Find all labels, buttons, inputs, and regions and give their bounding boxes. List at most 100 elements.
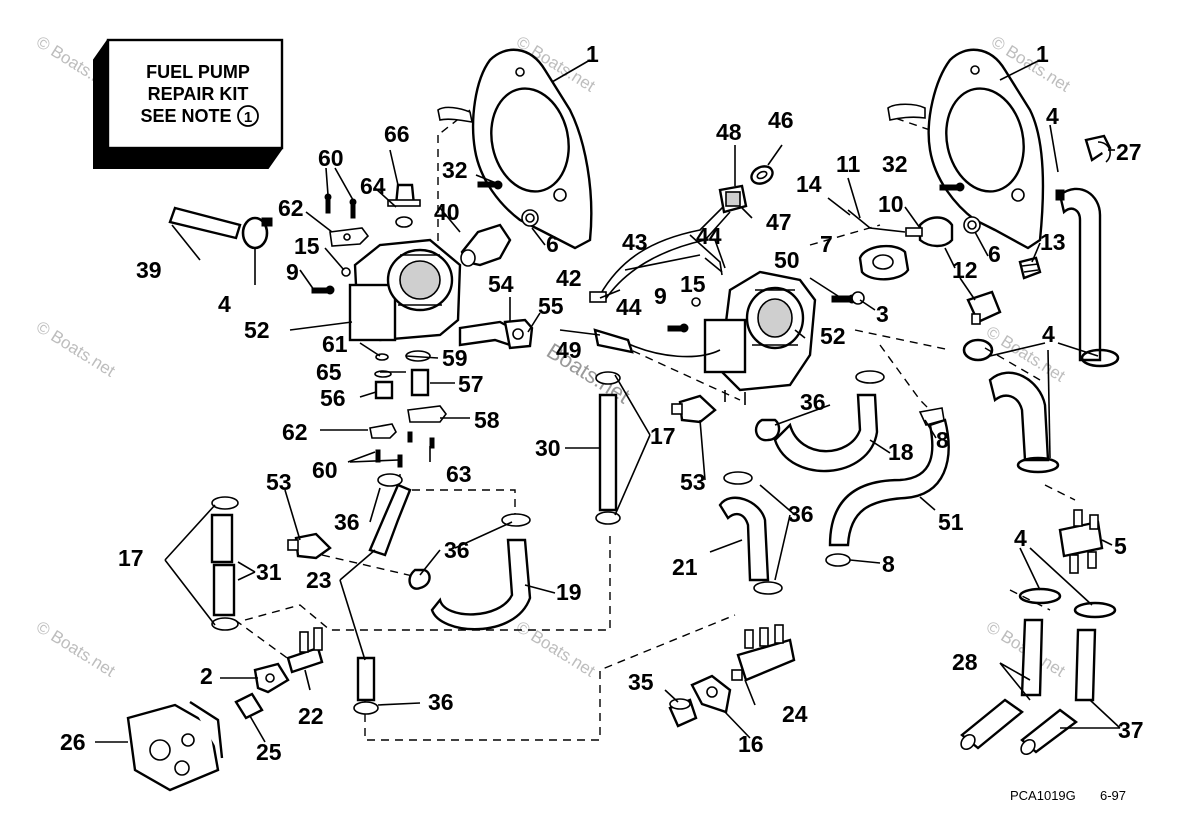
callout-56: 56	[320, 385, 346, 411]
gasket-right	[887, 48, 1045, 250]
repair-kit-box: FUEL PUMP REPAIR KIT SEE NOTE 1	[93, 38, 284, 169]
hose-39	[168, 206, 242, 240]
callout-37: 37	[1118, 717, 1144, 743]
callout-4: 4	[218, 291, 231, 317]
callout-61: 61	[322, 331, 348, 357]
callout-55: 55	[538, 293, 564, 319]
kit-line-1: FUEL PUMP	[146, 62, 250, 82]
callout-1: 1	[1036, 41, 1049, 67]
connector-47-48	[718, 184, 748, 214]
part-code: PCA1019G	[1010, 788, 1076, 803]
watermark: © Boats.net	[513, 617, 599, 680]
callout-44: 44	[696, 223, 722, 249]
callout-52: 52	[820, 323, 846, 349]
screw-32-right	[939, 182, 965, 192]
grommet-6-left	[521, 209, 539, 227]
washer-15-right	[691, 297, 701, 307]
callout-31: 31	[256, 559, 282, 585]
callout-60: 60	[318, 145, 344, 171]
fitting-53-left	[287, 532, 332, 560]
callout-1: 1	[586, 41, 599, 67]
manifold-24	[731, 624, 796, 682]
callout-59: 59	[442, 345, 468, 371]
screw-50-washer-3	[831, 291, 865, 305]
hose-18	[773, 370, 885, 473]
kit-line-3: SEE NOTE	[140, 106, 231, 126]
plug-25	[234, 692, 264, 720]
callout-4: 4	[1046, 103, 1059, 129]
callout-48: 48	[716, 119, 742, 145]
callout-60: 60	[312, 457, 338, 483]
callout-23: 23	[306, 567, 332, 593]
callout-62: 62	[278, 195, 304, 221]
kit-line-2: REPAIR KIT	[148, 84, 249, 104]
fitting-64-66	[387, 183, 421, 228]
callout-26: 26	[60, 729, 86, 755]
callout-25: 25	[256, 739, 282, 765]
callout-36: 36	[788, 501, 814, 527]
callout-11: 11	[836, 151, 861, 177]
clips-8-right	[825, 553, 851, 567]
hose-right-long	[1058, 187, 1102, 362]
callout-46: 46	[768, 107, 794, 133]
callout-40: 40	[434, 199, 460, 225]
callout-66: 66	[384, 121, 410, 147]
bracket-7	[858, 244, 910, 281]
screw-9-right	[667, 323, 689, 333]
callout-21: 21	[672, 554, 698, 580]
callout-15: 15	[680, 271, 706, 297]
callout-8: 8	[936, 427, 949, 453]
hose-31-pair	[210, 496, 239, 631]
callout-50: 50	[774, 247, 800, 273]
callout-16: 16	[738, 731, 764, 757]
callout-32: 32	[882, 151, 908, 177]
callout-36: 36	[334, 509, 360, 535]
callout-8: 8	[882, 551, 895, 577]
callout-30: 30	[535, 435, 561, 461]
watermark: © Boats.net	[33, 617, 119, 680]
callout-62: 62	[282, 419, 308, 445]
callout-43: 43	[622, 229, 648, 255]
callout-6: 6	[988, 241, 1001, 267]
callout-14: 14	[796, 171, 822, 197]
callout-58: 58	[474, 407, 500, 433]
bracket-16	[690, 674, 732, 714]
clip-36-center	[754, 418, 781, 442]
y-fitting-5	[1058, 509, 1104, 574]
callout-57: 57	[458, 371, 484, 397]
screws-60-top	[324, 193, 357, 219]
callout-65: 65	[316, 359, 342, 385]
bracket-2	[253, 662, 290, 694]
callout-19: 19	[556, 579, 582, 605]
callout-9: 9	[654, 283, 667, 309]
clip-36-left	[408, 568, 431, 590]
callout-63: 63	[446, 461, 472, 487]
callout-53: 53	[266, 469, 292, 495]
callout-15: 15	[294, 233, 320, 259]
callout-36: 36	[800, 389, 826, 415]
hose-28	[960, 618, 1044, 751]
callout-47: 47	[766, 209, 792, 235]
hose-51	[828, 407, 950, 547]
callout-39: 39	[136, 257, 162, 283]
callout-6: 6	[546, 231, 559, 257]
gasket-left	[437, 48, 593, 250]
sensor-10	[847, 209, 954, 248]
grommet-13	[1018, 256, 1042, 280]
callout-53: 53	[680, 469, 706, 495]
part-date: 6-97	[1100, 788, 1126, 803]
harness-wires	[589, 204, 731, 358]
clamp-27	[1084, 134, 1112, 163]
callout-3: 3	[876, 301, 889, 327]
clamp-4-left	[241, 216, 273, 250]
callout-52: 52	[244, 317, 270, 343]
callout-5: 5	[1114, 533, 1127, 559]
screw-9-left	[311, 285, 335, 295]
callout-42: 42	[556, 265, 582, 291]
callout-4: 4	[1042, 321, 1055, 347]
hose-19	[430, 513, 532, 631]
elbow-40	[460, 223, 512, 267]
fitting-53-right	[671, 394, 717, 424]
leader-lines	[95, 59, 1121, 743]
